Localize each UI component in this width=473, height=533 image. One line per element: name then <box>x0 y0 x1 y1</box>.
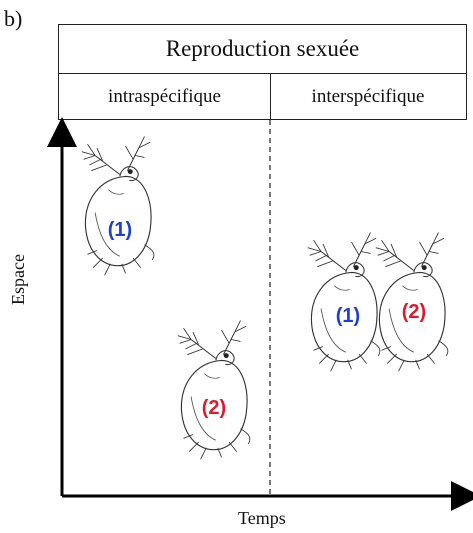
header-table: Reproduction sexuée intraspécifique inte… <box>58 24 467 120</box>
header-column-intraspecific: intraspécifique <box>59 73 271 120</box>
daphnia-1-interspecific <box>307 231 381 372</box>
daphnia-2-intraspecific <box>177 319 251 460</box>
organism-label: (1) <box>108 219 132 241</box>
x-axis-label: Temps <box>238 508 286 528</box>
y-axis-label: Espace <box>8 254 28 305</box>
panel-label: b) <box>4 6 23 31</box>
header-title: Reproduction sexuée <box>59 25 466 74</box>
daphnia-1-intraspecific <box>81 135 155 276</box>
organism-label: (2) <box>202 397 226 419</box>
organism-label: (1) <box>336 305 360 327</box>
organism-label: (2) <box>402 301 426 323</box>
header-column-interspecific: interspécifique <box>311 86 425 107</box>
